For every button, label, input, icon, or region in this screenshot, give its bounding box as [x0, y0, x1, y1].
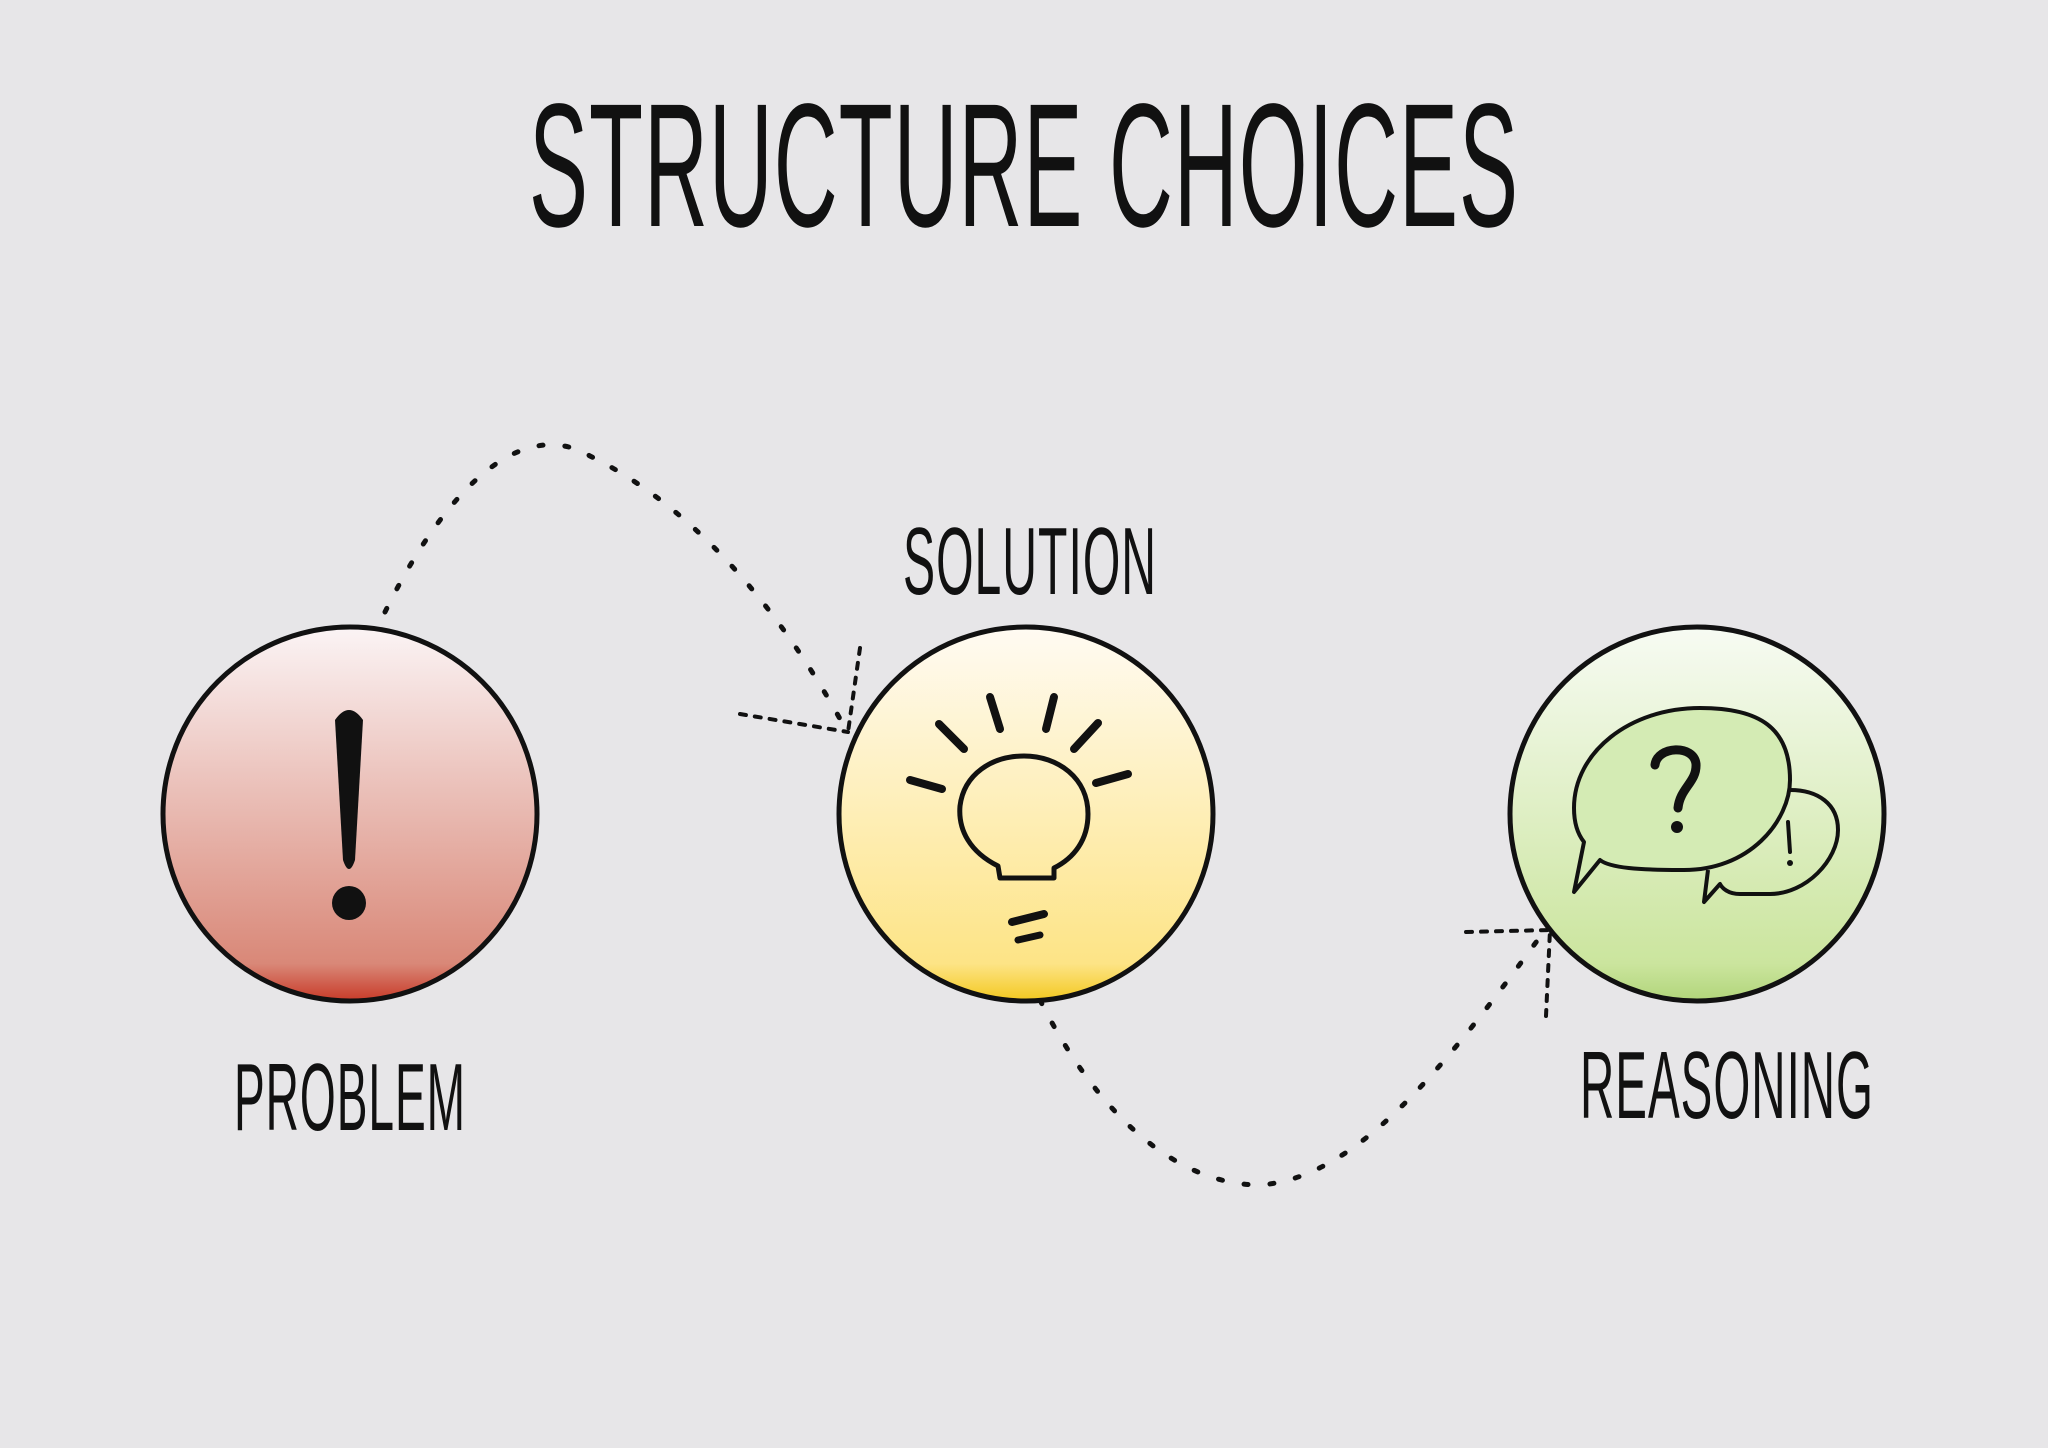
- diagram-title: STRUCTURE CHOICES: [529, 68, 1519, 264]
- arrowhead-line: [1464, 928, 1552, 934]
- bulb-base-line: [1014, 931, 1044, 944]
- connector-solution-to-reasoning: [1037, 927, 1552, 1188]
- arrowhead-line: [738, 712, 850, 734]
- arrowhead-line: [846, 646, 862, 734]
- small-speech-bubble: [1702, 788, 1840, 904]
- lightbulb-icon: [906, 693, 1132, 944]
- solution-circle: [836, 624, 1216, 1004]
- node-label-reasoning: REASONING: [1580, 1032, 1874, 1139]
- bulb-outline: [957, 753, 1091, 881]
- node-reasoning: REASONING: [1507, 624, 1887, 1139]
- node-solution: SOLUTION: [836, 508, 1216, 1004]
- exclamation-icon: [332, 710, 366, 920]
- speech-bubbles-icon: [1572, 706, 1840, 904]
- node-label-problem: PROBLEM: [234, 1044, 466, 1151]
- connector-problem-to-solution: [382, 442, 862, 734]
- small-exclamation-icon: [1786, 820, 1792, 854]
- dotted-curve: [382, 442, 848, 731]
- bulb-base-line: [1008, 910, 1048, 926]
- question-mark-icon: [1650, 745, 1701, 813]
- node-problem: PROBLEM: [160, 624, 540, 1151]
- arrowhead-line: [1544, 928, 1552, 1018]
- light-rays: [906, 693, 1132, 793]
- node-label-solution: SOLUTION: [903, 508, 1157, 615]
